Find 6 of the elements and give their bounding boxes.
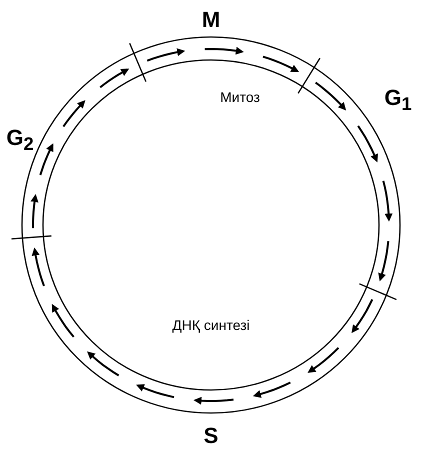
phase-label: G$_{1}$ [384,84,412,116]
phase-caption: ДНҚ синтезі [172,317,250,333]
phase-label: S [204,423,218,449]
phase-label: M [202,7,220,33]
phase-caption: Митоз [220,89,260,105]
phase-label: G$_{2}$ [6,124,34,156]
